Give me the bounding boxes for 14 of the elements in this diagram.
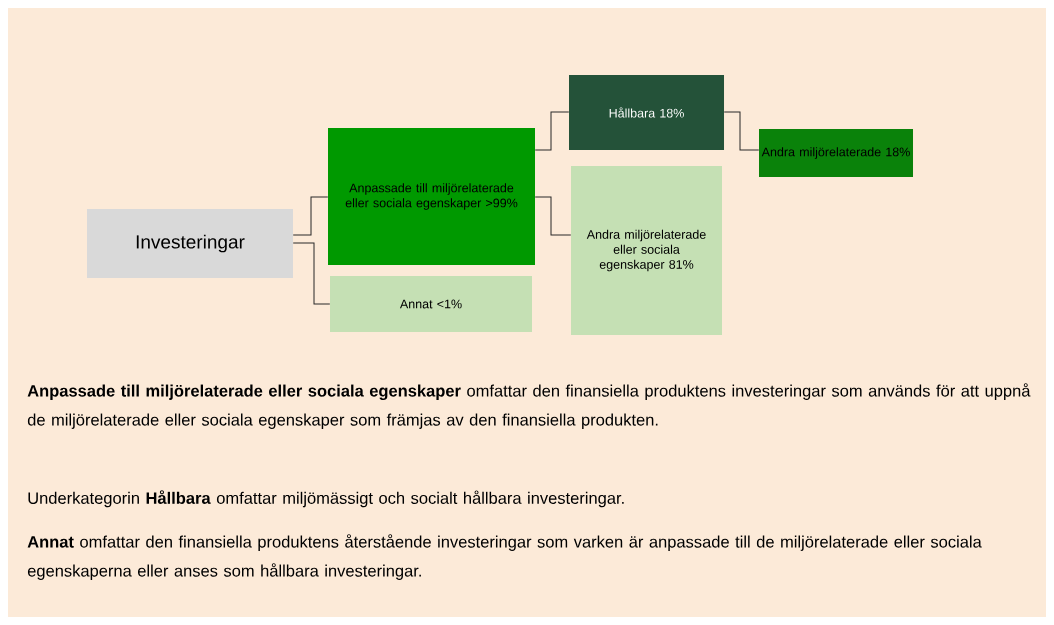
category-box: Hållbara 18% xyxy=(569,75,724,150)
connector-line xyxy=(723,111,760,151)
category-box: Andra miljörelaterade eller sociala egenskaper 81% xyxy=(571,166,722,335)
category-box: Anpassade till miljörelaterade eller sociala egenskaper >99% xyxy=(328,128,535,265)
description-text: Anpassade till miljörelaterade eller sociala egenskaper omfattar den finansiella produktens investeringar som används för att uppnå de miljörelaterade eller sociala egenskaper som främjas av den finansiella produkten. xyxy=(27,383,1031,429)
category-box: Annat <1% xyxy=(330,276,532,332)
category-box: Andra miljörelaterade 18% xyxy=(759,129,913,177)
connector-line xyxy=(292,196,329,236)
connector-line xyxy=(534,196,572,236)
category-box: Investeringar xyxy=(87,209,293,278)
description-text: Underkategorin Hållbara omfattar miljömässigt och socialt hållbara investeringar. xyxy=(28,490,624,508)
connector-line xyxy=(292,242,331,305)
description-text: Annat omfattar den finansiella produktens återstående investeringar som varken är anpassade till de miljörelaterade eller sociala egenskaperna eller anses som hållbara investeringar. xyxy=(27,534,982,580)
connector-line xyxy=(534,111,570,151)
